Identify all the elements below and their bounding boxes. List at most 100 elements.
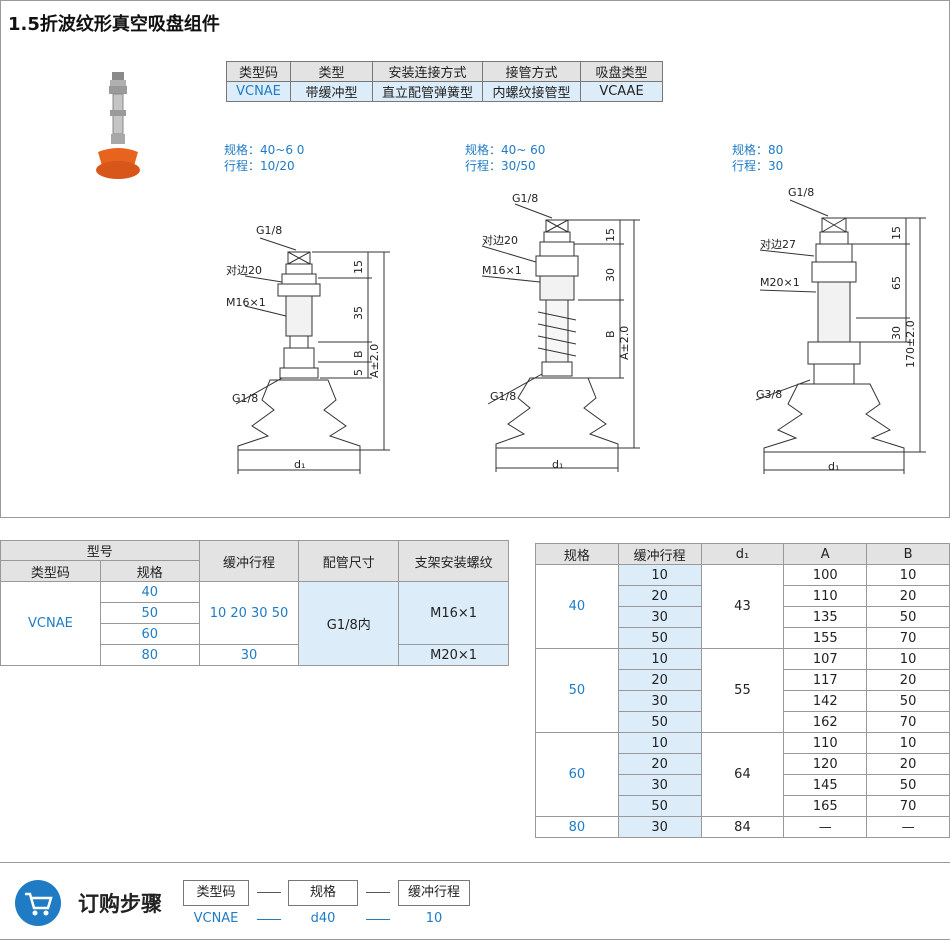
- drawing-2-note: 规格：40~ 60 行程：30/50: [465, 142, 545, 174]
- spec-value-type: 带缓冲型: [290, 81, 373, 102]
- dim-header-b: B: [866, 543, 950, 565]
- spec-cell-40: 40: [99, 581, 200, 603]
- model-header: 型号: [0, 540, 200, 561]
- dim-spec-cell: 40: [535, 564, 619, 649]
- order-step-type-code: 类型码: [183, 880, 249, 906]
- dim-stroke-cell: 20: [617, 585, 702, 607]
- dim-stroke-cell: 10: [617, 564, 702, 586]
- dim-b-cell: 20: [866, 753, 950, 775]
- d1-label-g18-bottom: G1/8: [232, 392, 258, 405]
- dim-b-cell: 10: [866, 564, 950, 586]
- dim-d1-cell: 55: [700, 648, 785, 733]
- dim-stroke-cell: 10: [617, 732, 702, 754]
- dim-d1-cell: 84: [700, 816, 785, 838]
- dim-b-cell: 20: [866, 669, 950, 691]
- dim-a-cell: 155: [783, 627, 868, 649]
- dim-b-cell: 70: [866, 711, 950, 733]
- d1-dim-b: B: [352, 350, 365, 358]
- dim-stroke-cell: 50: [617, 795, 702, 817]
- d2-label-d1: d₁: [552, 458, 563, 471]
- order-step-spec: 规格: [288, 880, 358, 906]
- dim-a-cell: 100: [783, 564, 868, 586]
- dim-stroke-cell: 30: [617, 690, 702, 712]
- product-photo: [96, 72, 140, 179]
- drawing-3-note: 规格：80 行程：30: [732, 142, 783, 174]
- drawing-1: [235, 237, 390, 474]
- dim-b-cell: 70: [866, 627, 950, 649]
- spec-value-cup: VCAAE: [580, 81, 663, 102]
- dim-a-cell: 107: [783, 648, 868, 670]
- dim-a-cell: 117: [783, 669, 868, 691]
- spec-value-mount: 直立配管弹簧型: [372, 81, 483, 102]
- dim-b-cell: 50: [866, 774, 950, 796]
- dim-a-cell: 135: [783, 606, 868, 628]
- drawing-2-spec: 规格：40~ 60: [465, 143, 546, 157]
- dim-b-cell: 50: [866, 606, 950, 628]
- dim-d1-cell: 64: [700, 732, 785, 817]
- d3-dim-30: 30: [890, 326, 903, 340]
- pipe-header: 配管尺寸: [298, 540, 400, 582]
- drawing-3-stroke: 行程：30: [732, 159, 784, 173]
- drawing-2: [481, 203, 640, 472]
- d1-label-hex: 对边20: [226, 263, 262, 277]
- stroke-cell-a: 10 20 30 50: [198, 581, 300, 645]
- spec-value-pipe: 内螺纹接管型: [482, 81, 581, 102]
- d3-dim-65: 65: [890, 276, 903, 290]
- dim-stroke-cell: 30: [617, 606, 702, 628]
- d1-label-thread: M16×1: [226, 296, 266, 309]
- dim-b-cell: 70: [866, 795, 950, 817]
- dim-b-cell: —: [866, 816, 950, 838]
- spec-header-pipe: 接管方式: [482, 61, 581, 82]
- dim-b-cell: 50: [866, 690, 950, 712]
- order-example-spec: d40: [310, 911, 336, 926]
- d1-dim-a: A±2.0: [368, 344, 381, 378]
- stroke-header: 缓冲行程: [198, 540, 300, 582]
- d3-dim-total: 170±2.0: [904, 320, 917, 368]
- spec-cell-60: 60: [99, 623, 200, 645]
- spec-cell-80: 80: [99, 644, 200, 666]
- dim-header-stroke: 缓冲行程: [617, 543, 702, 565]
- type-code-header: 类型码: [0, 560, 101, 582]
- d2-label-hex: 对边20: [482, 233, 518, 247]
- drawing-1-note: 规格：40~6 0 行程：10/20: [224, 142, 304, 174]
- order-title: 订购步骤: [78, 892, 162, 916]
- spec-cell-50: 50: [99, 602, 200, 624]
- dim-stroke-cell: 20: [617, 753, 702, 775]
- d3-label-g38: G3/8: [756, 388, 782, 401]
- dim-stroke-cell: 30: [617, 774, 702, 796]
- spec-value-type-code: VCNAE: [226, 81, 291, 102]
- dim-spec-cell: 50: [535, 648, 619, 733]
- dim-stroke-cell: 30: [617, 816, 702, 838]
- dim-b-cell: 10: [866, 648, 950, 670]
- thread-header: 支架安装螺纹: [398, 540, 509, 582]
- order-step-stroke: 缓冲行程: [398, 880, 470, 906]
- dim-a-cell: 110: [783, 732, 868, 754]
- d2-dim-b: B: [604, 330, 617, 338]
- dim-stroke-cell: 50: [617, 711, 702, 733]
- d1-label-d1: d₁: [294, 458, 305, 471]
- dim-spec-cell: 60: [535, 732, 619, 817]
- spec-table: 类型码 类型 安装连接方式 接管方式 吸盘类型 VCNAE 带缓冲型 直立配管弹…: [226, 61, 663, 102]
- dim-a-cell: 120: [783, 753, 868, 775]
- d3-dim-15: 15: [890, 226, 903, 240]
- d1-dim-35: 35: [352, 306, 365, 320]
- order-example-connector-2: [366, 919, 390, 920]
- cart-icon: [15, 880, 61, 926]
- d3-label-hex: 对边27: [760, 237, 796, 251]
- drawing-1-stroke: 行程：10/20: [224, 159, 295, 173]
- order-connector-1: [257, 892, 281, 893]
- thread-cell-a: M16×1: [398, 581, 509, 645]
- dim-header-d1: d₁: [700, 543, 785, 565]
- dim-header-spec: 规格: [535, 543, 619, 565]
- d1-label-g18-top: G1/8: [256, 224, 282, 237]
- dim-a-cell: 165: [783, 795, 868, 817]
- pipe-cell: G1/8内: [298, 581, 400, 666]
